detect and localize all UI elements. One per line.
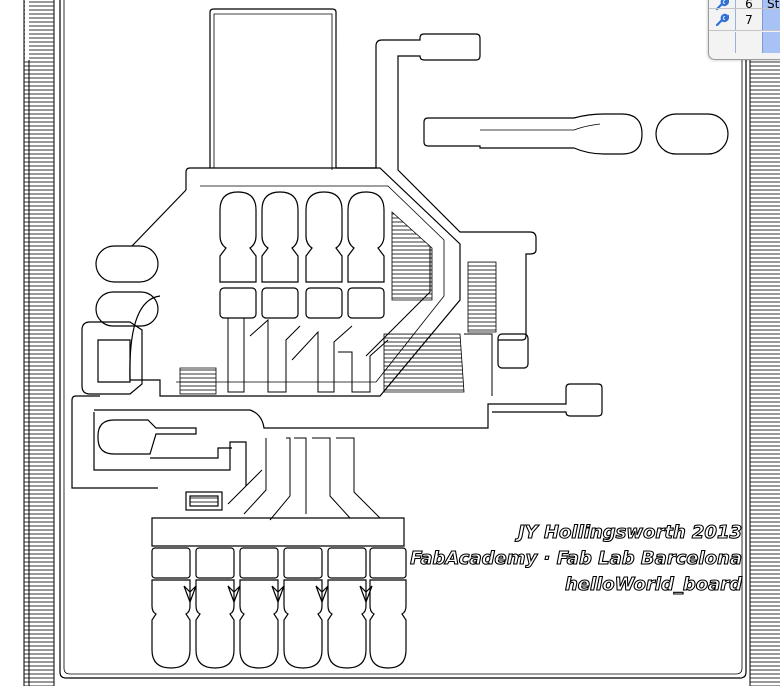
hatch-zone-1 (391, 211, 433, 301)
upper-traces (227, 246, 431, 393)
tool-number: 6 (735, 0, 762, 15)
board-text-line3: helloWorld_board (565, 574, 743, 595)
mid-band (94, 383, 603, 429)
hatch-zone-4 (179, 367, 217, 395)
left-pads (71, 189, 187, 489)
board-outline (59, 0, 747, 679)
board-lettering: JY Hollingsworth 2013 FabAcademy · Fab L… (410, 521, 744, 595)
tool-number (735, 31, 762, 53)
right-border-hatch (750, 60, 780, 686)
tool-row-empty[interactable] (709, 30, 780, 53)
hatch-zone-3 (383, 333, 465, 393)
top-connector-pad (209, 8, 537, 341)
tool-table-panel[interactable]: 6 St 7 (708, 0, 780, 60)
upper-ic-region (129, 167, 461, 397)
lower-traces (227, 437, 381, 521)
tool-row[interactable]: 7 (709, 8, 780, 31)
lower-ic-pads (151, 517, 407, 669)
tool-number: 7 (735, 9, 762, 31)
small-right-pad (497, 333, 529, 369)
tool-value[interactable] (762, 9, 780, 31)
board-text-line1: JY Hollingsworth 2013 (515, 522, 742, 543)
right-oval-pad (655, 113, 729, 155)
hatch-zone-2 (467, 261, 497, 333)
lower-left-capsule (93, 412, 247, 511)
upper-ic-pads (219, 191, 385, 319)
tool-icon-slot (709, 31, 735, 53)
board-text-line2: FabAcademy · Fab Lab Barcelona (410, 548, 742, 569)
wrench-icon (709, 9, 735, 31)
right-long-pad (423, 113, 643, 155)
tool-value[interactable] (762, 31, 780, 53)
